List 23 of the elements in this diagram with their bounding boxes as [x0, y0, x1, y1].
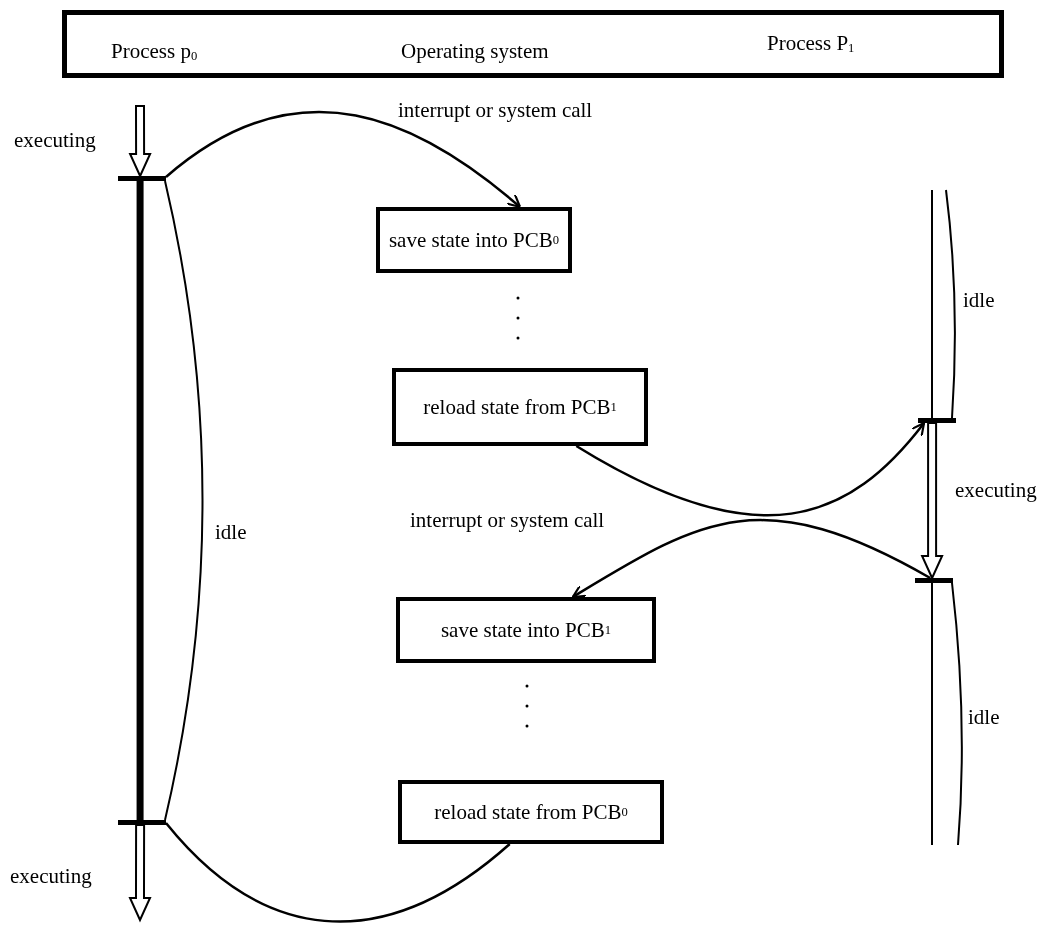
timeline-marker — [918, 418, 956, 423]
block-arrow — [128, 824, 152, 923]
timeline-marker — [118, 176, 166, 181]
edge-label: interrupt or system call — [398, 100, 593, 121]
state-label: idle — [215, 522, 247, 543]
block-arrow — [920, 422, 944, 581]
block-arrow — [128, 105, 152, 179]
column-heading: Process p$_{0}$ — [111, 39, 198, 64]
state-label: executing — [14, 130, 96, 151]
arrow — [575, 421, 926, 517]
column-heading: Operating system — [401, 39, 549, 64]
column-heading: Process P$_{1}$ — [767, 31, 855, 56]
connector-line — [165, 822, 511, 923]
edge-label: interrupt or system call — [410, 510, 605, 531]
state-label: executing — [10, 866, 92, 887]
state-label: executing — [955, 480, 1037, 501]
header-box — [62, 10, 1004, 78]
timeline-marker — [915, 578, 953, 583]
arrow — [571, 518, 931, 599]
arrow — [165, 110, 522, 209]
state-label: idle — [963, 290, 995, 311]
state-label: idle — [968, 707, 1000, 728]
timeline-marker — [118, 820, 166, 825]
